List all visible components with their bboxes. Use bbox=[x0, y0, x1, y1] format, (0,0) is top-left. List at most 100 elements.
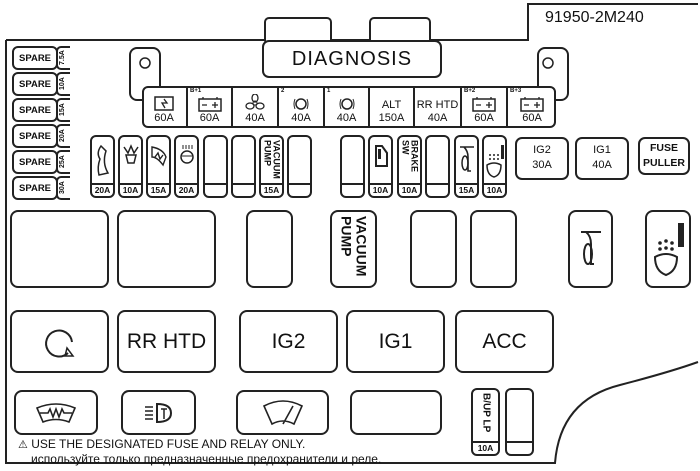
horn-icon bbox=[458, 143, 476, 175]
washer-icon bbox=[149, 143, 169, 167]
fuse-amp bbox=[205, 183, 226, 196]
fuse-slot[interactable] bbox=[425, 135, 450, 198]
fuse-amp: 60A bbox=[474, 112, 494, 124]
spare-amp: 30A bbox=[56, 176, 70, 200]
bup-lp-label: B/UP LP bbox=[480, 393, 492, 433]
part-number: 91950-2M240 bbox=[545, 9, 644, 26]
fuse-amp: 40A bbox=[291, 112, 311, 124]
vacuum-pump-relay[interactable]: VACUUM PUMP bbox=[330, 210, 377, 288]
ig2-amp: 30A bbox=[532, 159, 552, 171]
battery-icon bbox=[519, 96, 545, 112]
fuse-slot[interactable] bbox=[287, 135, 312, 198]
acc-relay[interactable]: ACC bbox=[455, 310, 554, 373]
fuse-slot[interactable] bbox=[505, 388, 534, 456]
relay[interactable] bbox=[10, 210, 109, 288]
brake-sw-fuse[interactable]: BRAKE SW 10A bbox=[397, 135, 422, 198]
fuse-puller[interactable]: FUSE PULLER bbox=[638, 137, 690, 175]
fuse-amp: 10A bbox=[399, 183, 420, 196]
fuse-amp bbox=[342, 183, 363, 196]
headlamp-icon bbox=[177, 143, 197, 167]
fuse-amp: 40A bbox=[427, 112, 448, 124]
main-fuse[interactable]: 60A bbox=[142, 88, 188, 126]
fuse-amp: 10A bbox=[484, 183, 505, 196]
fuse-amp: 20A bbox=[92, 183, 113, 196]
door-fuse[interactable]: 10A bbox=[368, 135, 393, 198]
interior-lamp-fuse[interactable]: 10A bbox=[118, 135, 143, 198]
spare-fuse[interactable]: SPARE 30A bbox=[12, 176, 70, 200]
washer-fuse[interactable]: 15A bbox=[146, 135, 171, 198]
fuse-amp: 15A bbox=[148, 183, 169, 196]
warning-note: ⚠ USE THE DESIGNATED FUSE AND RELAY ONLY… bbox=[18, 437, 381, 466]
fuse-tag: 1 bbox=[327, 88, 331, 94]
fuse-label: BRAKE SW bbox=[400, 140, 420, 173]
rear-defrost-relay[interactable] bbox=[14, 390, 98, 435]
headlamp-leveling-relay[interactable] bbox=[121, 390, 196, 435]
warning-icon: ⚠ bbox=[18, 439, 28, 451]
fuse-tag: B+2 bbox=[464, 88, 476, 94]
door-lock-icon bbox=[94, 143, 112, 179]
horn-fuse[interactable]: 15A bbox=[454, 135, 479, 198]
fuse-amp: 20A bbox=[176, 183, 197, 196]
fuse-label: ALT bbox=[381, 99, 402, 111]
horn-icon bbox=[580, 231, 601, 265]
headlamp-fuse[interactable]: 20A bbox=[174, 135, 199, 198]
relay[interactable] bbox=[470, 210, 517, 288]
battery-icon bbox=[471, 96, 497, 112]
fuse-tag: 2 bbox=[281, 88, 285, 94]
fog-lamp-fuse[interactable]: 10A bbox=[482, 135, 507, 198]
spare-amp: 20A bbox=[56, 124, 70, 148]
rotate-arrow-icon bbox=[44, 329, 74, 357]
fuse-amp: 150A bbox=[378, 112, 405, 124]
horn-relay[interactable] bbox=[568, 210, 613, 288]
abs-icon bbox=[338, 96, 356, 112]
relay[interactable] bbox=[117, 210, 216, 288]
fuse-amp bbox=[233, 183, 254, 196]
main-fuse[interactable]: 1 40A bbox=[325, 88, 370, 126]
fuse-slot[interactable] bbox=[231, 135, 256, 198]
spare-fuse[interactable]: SPARE 15A bbox=[12, 98, 70, 122]
spare-amp: 15A bbox=[56, 98, 70, 122]
main-fuse-block bbox=[142, 86, 556, 128]
main-fuse[interactable]: B+2 60A bbox=[462, 88, 508, 126]
door-lock-fuse[interactable]: 20A bbox=[90, 135, 115, 198]
spare-label: SPARE bbox=[18, 104, 52, 116]
spare-label: SPARE bbox=[18, 156, 52, 168]
ig2-relay[interactable]: IG2 bbox=[239, 310, 338, 373]
fog-lamp-icon bbox=[653, 223, 684, 277]
abs-icon bbox=[292, 96, 310, 112]
main-fuse[interactable]: 2 40A bbox=[279, 88, 325, 126]
spare-label: SPARE bbox=[18, 78, 52, 90]
relay[interactable] bbox=[350, 390, 442, 435]
fog-lamp-relay[interactable] bbox=[645, 210, 691, 288]
fuse-slot[interactable] bbox=[203, 135, 228, 198]
ig1-relay[interactable]: IG1 bbox=[346, 310, 445, 373]
wiper-relay[interactable] bbox=[236, 390, 329, 435]
fuse-amp: 40A bbox=[336, 112, 357, 124]
relay[interactable] bbox=[246, 210, 293, 288]
ecu-icon bbox=[153, 94, 175, 112]
fuse-slot[interactable] bbox=[340, 135, 365, 198]
spare-amp: 25A bbox=[56, 150, 70, 174]
fuse-amp: 60A bbox=[522, 112, 542, 124]
spare-label: SPARE bbox=[18, 52, 52, 64]
fuse-amp: 15A bbox=[261, 183, 282, 196]
rr-htd-relay[interactable]: RR HTD bbox=[117, 310, 216, 373]
fuse-amp: 10A bbox=[370, 183, 391, 196]
diagnosis-connector[interactable]: DIAGNOSIS bbox=[262, 40, 442, 78]
relay[interactable] bbox=[410, 210, 457, 288]
main-fuse[interactable]: 40A bbox=[233, 88, 279, 126]
power-window-relay[interactable] bbox=[10, 310, 109, 373]
spare-label: SPARE bbox=[18, 182, 52, 194]
spare-fuse[interactable]: SPARE 25A bbox=[12, 150, 70, 174]
